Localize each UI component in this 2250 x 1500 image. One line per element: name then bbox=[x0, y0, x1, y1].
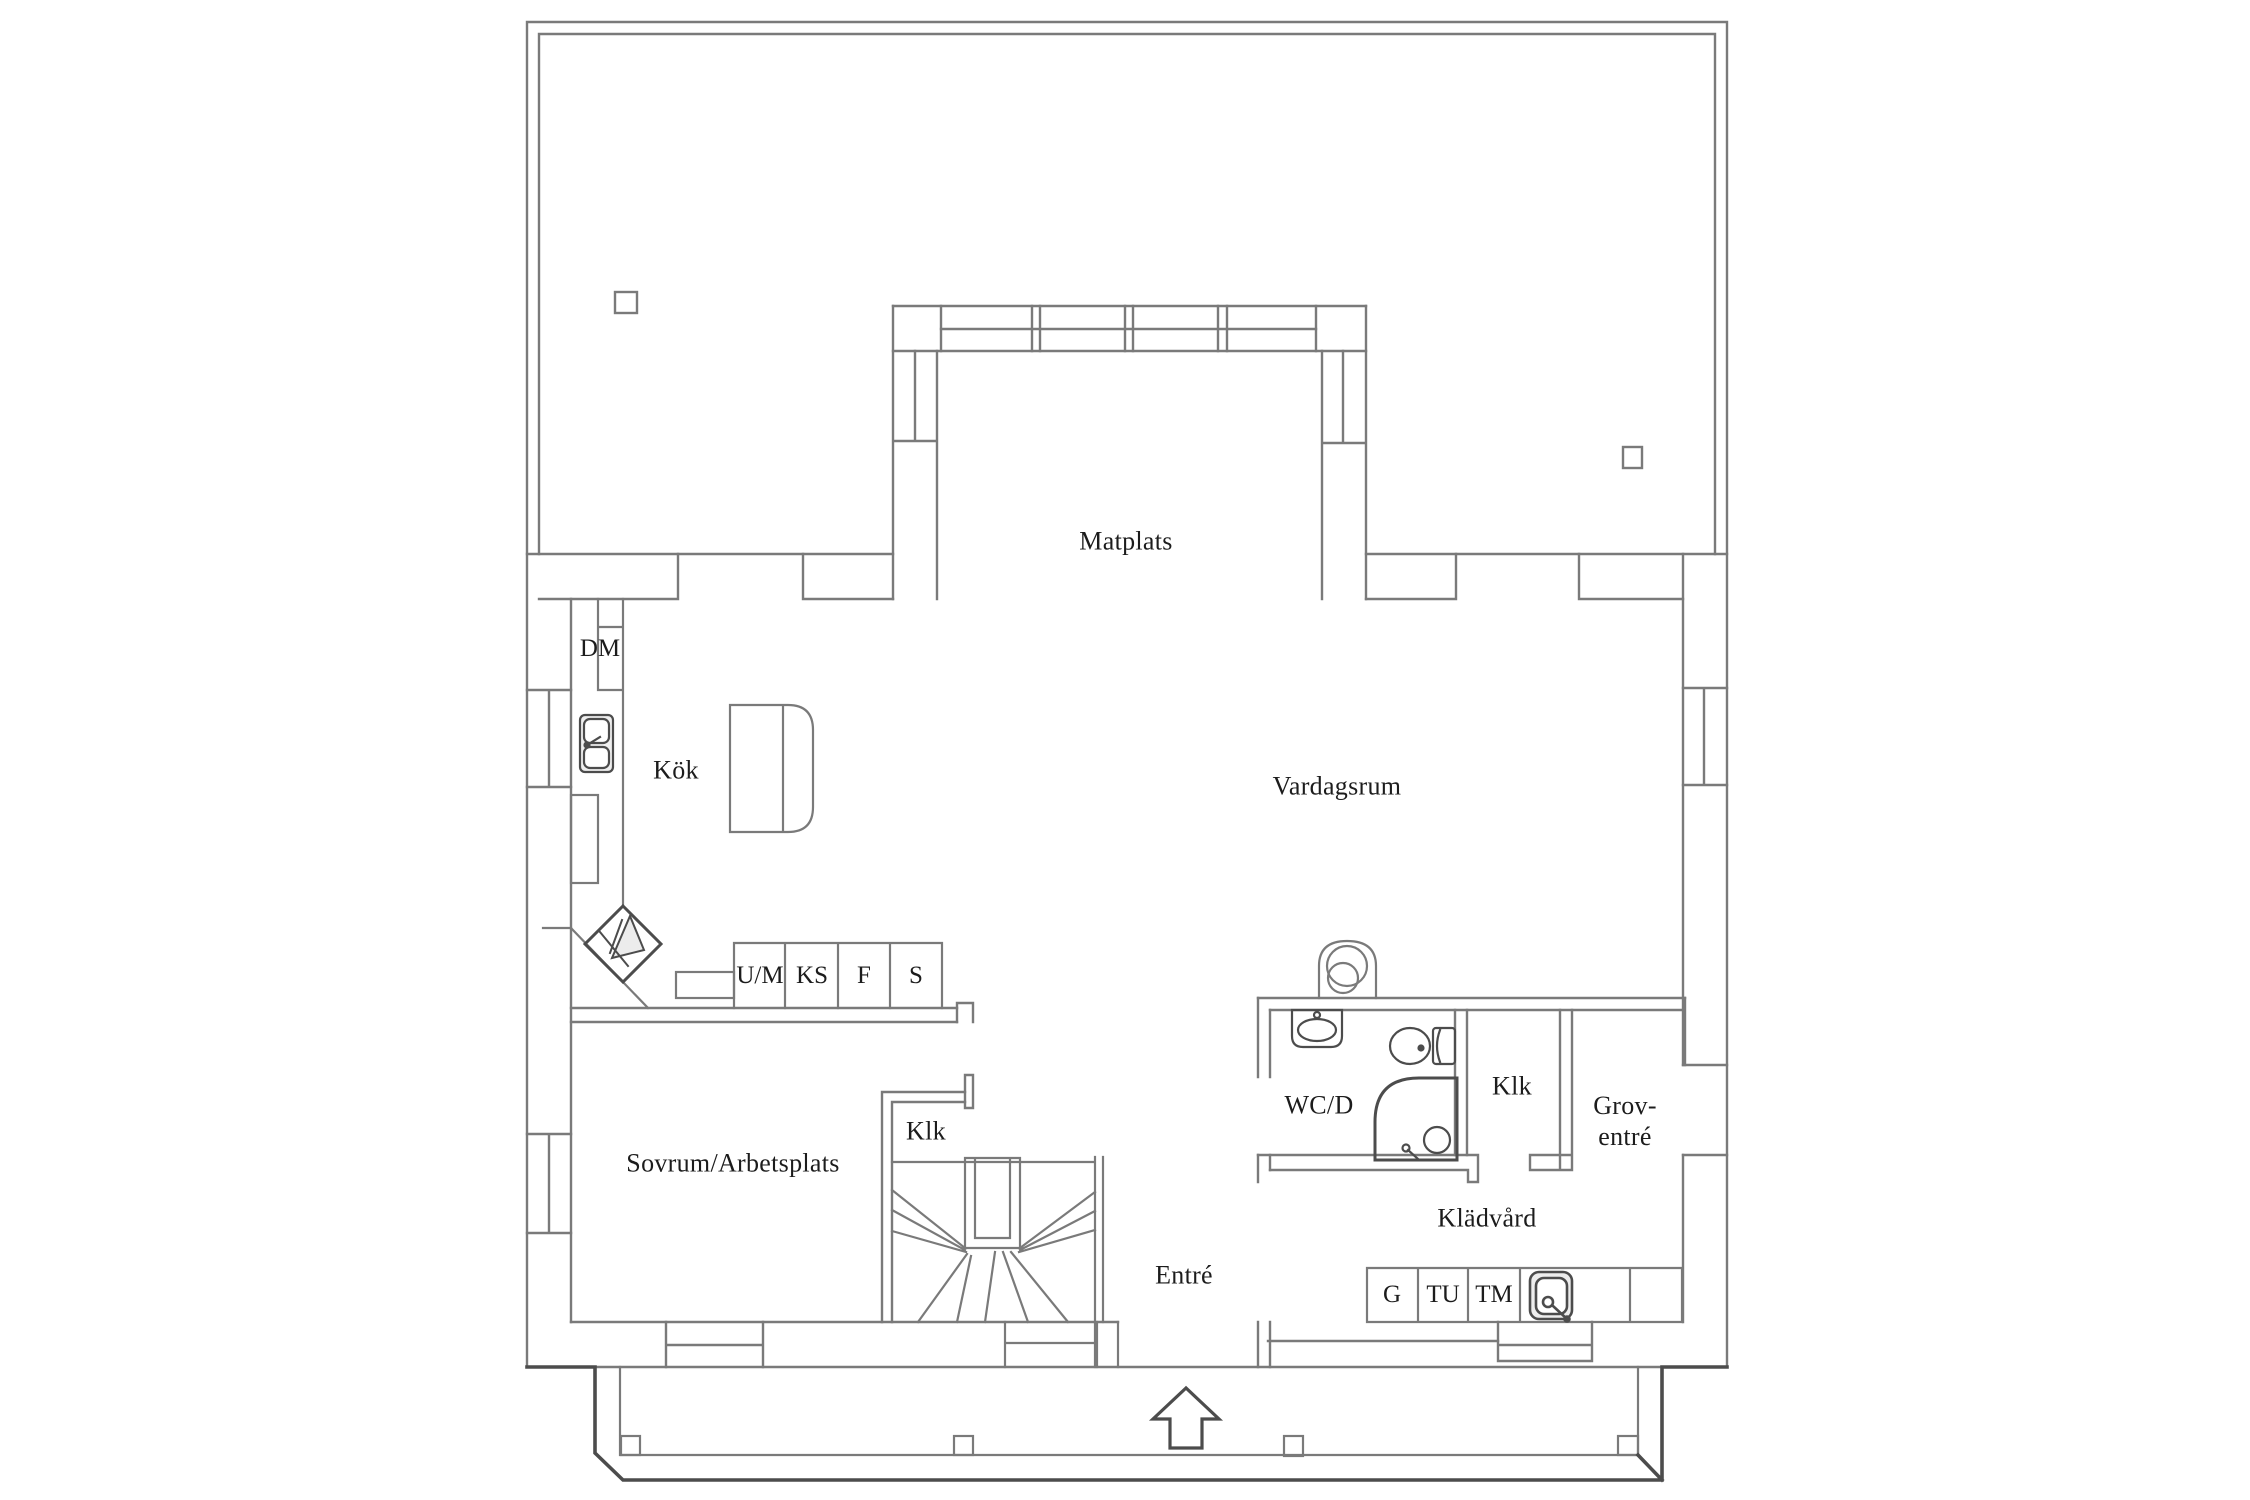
west-wall bbox=[525, 597, 573, 1324]
room-label-kladvard: Klädvård bbox=[1437, 1203, 1537, 1233]
door-pillar bbox=[955, 1001, 975, 1024]
room-label-wcd: WC/D bbox=[1284, 1090, 1354, 1120]
corner-stove-icon bbox=[582, 903, 664, 985]
entrance-arrow-icon bbox=[1148, 1385, 1224, 1450]
appliance-row bbox=[732, 941, 944, 1010]
room-label-matplats: Matplats bbox=[1079, 526, 1173, 556]
room-label-entre: Entré bbox=[1155, 1260, 1213, 1290]
appliance-label-ks: KS bbox=[796, 962, 828, 989]
east-wall bbox=[1681, 597, 1729, 1324]
appliance-label-tu: TU bbox=[1426, 1281, 1460, 1308]
appliance-label-f: F bbox=[857, 962, 871, 989]
appliance-label-dm: DM bbox=[579, 635, 621, 662]
kitchen-sink-icon bbox=[578, 713, 615, 774]
terrace-outline bbox=[525, 20, 1729, 1369]
kitchen-cabinet bbox=[569, 793, 600, 885]
appliance-label-um: U/M bbox=[736, 962, 784, 989]
entrance-steps bbox=[1003, 1320, 1099, 1369]
room-label-groventre: Grov- entré bbox=[1593, 1091, 1657, 1151]
kitchen-island bbox=[728, 703, 815, 834]
dining-bay-walls bbox=[891, 304, 1368, 601]
room-label-klk2: Klk bbox=[1492, 1071, 1532, 1101]
kitchen-fittings bbox=[541, 597, 944, 1010]
washbasin-icon bbox=[1290, 1008, 1344, 1049]
staircase bbox=[890, 1155, 1120, 1369]
appliance-label-g: G bbox=[1382, 1281, 1402, 1308]
laundry-row bbox=[1365, 1266, 1684, 1324]
porch-post bbox=[1282, 1434, 1305, 1458]
north-wall bbox=[537, 552, 1685, 601]
south-wall bbox=[525, 1320, 1729, 1369]
dishwasher-cabinet bbox=[596, 597, 625, 908]
water-heater-icon bbox=[1317, 939, 1378, 1000]
room-label-kok: Kök bbox=[653, 755, 699, 785]
room-label-klk1: Klk bbox=[906, 1116, 946, 1146]
wcd-walls bbox=[1256, 996, 1687, 1369]
room-label-vardagsrum: Vardagsrum bbox=[1272, 771, 1402, 801]
stair-treads bbox=[890, 1188, 1097, 1324]
corner-shower-icon bbox=[1373, 1076, 1459, 1162]
laundry-sink-icon bbox=[1528, 1270, 1574, 1323]
bedroom-north-wall bbox=[569, 1001, 975, 1024]
livingroom-window bbox=[1681, 686, 1729, 787]
appliance-label-s: S bbox=[909, 962, 923, 989]
kitchen-bench bbox=[674, 970, 736, 1000]
porch-post bbox=[952, 1434, 975, 1457]
closet2-walls bbox=[1528, 996, 1687, 1172]
terrace-post-left bbox=[613, 290, 639, 315]
porch-post bbox=[619, 1434, 642, 1457]
porch-post bbox=[1616, 1434, 1640, 1457]
door-jamb bbox=[963, 1073, 975, 1110]
closet1-walls bbox=[880, 1073, 975, 1324]
porch bbox=[525, 1365, 1729, 1483]
chimney bbox=[1496, 1320, 1594, 1363]
room-label-sovrum: Sovrum/Arbetsplats bbox=[626, 1148, 840, 1178]
kitchen-window bbox=[525, 688, 573, 789]
toilet-icon bbox=[1388, 1026, 1457, 1066]
terrace-post-right bbox=[1621, 445, 1644, 470]
appliance-label-tm: TM bbox=[1475, 1281, 1513, 1308]
stair-newel bbox=[963, 1156, 1022, 1250]
bedroom-window bbox=[525, 1132, 573, 1235]
south-window-bedroom bbox=[664, 1320, 765, 1369]
porch-outline bbox=[525, 1365, 1729, 1483]
